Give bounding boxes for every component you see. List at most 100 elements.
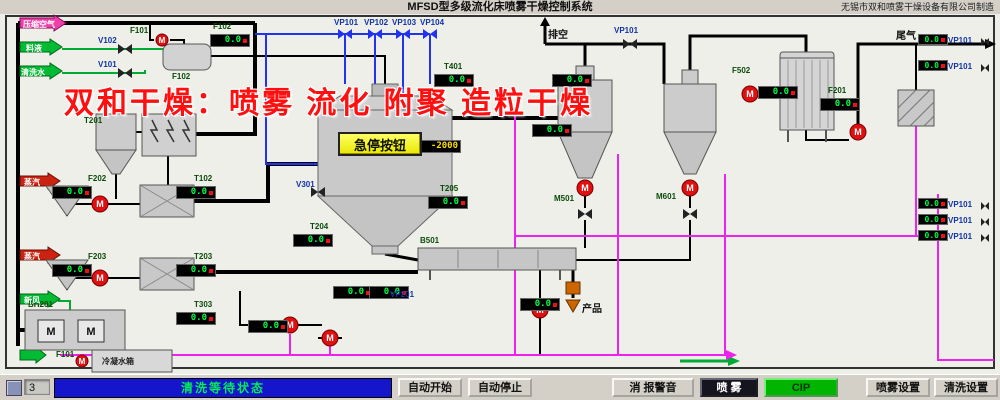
display-VP101-2: 0.0: [918, 60, 948, 71]
alarm-led-icon: [941, 233, 945, 238]
motor-label: M: [96, 273, 104, 283]
feed-arrow: [19, 38, 63, 56]
tag-VP102: VP102: [364, 18, 389, 27]
alarm-led-icon: [553, 302, 557, 307]
auto-stop-button[interactable]: 自动停止: [468, 378, 532, 397]
steam-label-2: 蒸汽: [24, 252, 40, 261]
title-bar: MFSD型多级流化床喷雾干燥控制系统 无锡市双和喷雾干燥设备有限公司制造: [0, 0, 1000, 15]
display-value: 0.0: [546, 125, 563, 135]
valve-icon[interactable]: [981, 234, 989, 242]
process-diagram: M M: [5, 14, 996, 373]
spray-button[interactable]: 喷 雾: [700, 378, 758, 397]
tag-VP101-r3: VP101: [948, 200, 973, 209]
valve-icon[interactable]: [118, 44, 132, 54]
alarm-led-icon: [941, 217, 945, 222]
tag-V102: V102: [98, 36, 117, 45]
rotary-valve-icon[interactable]: [578, 209, 592, 219]
valve-icon[interactable]: [368, 29, 382, 39]
green-flow-arrow: [728, 356, 740, 366]
valve-icon[interactable]: [311, 187, 325, 197]
motor-label: M: [86, 326, 95, 338]
steam-label-1: 蒸汽: [24, 178, 40, 187]
pump-F101-top[interactable]: M: [155, 33, 169, 47]
alarm-led-icon: [209, 268, 213, 273]
display-F203: 0.0: [52, 264, 92, 277]
fan-F502[interactable]: M: [741, 85, 759, 103]
alarm-led-icon: [461, 200, 465, 205]
alarm-led-icon: [366, 290, 370, 295]
cip-button[interactable]: CIP: [764, 378, 838, 397]
valve-icon[interactable]: [118, 68, 132, 78]
tag-F102-vessel: F102: [172, 72, 191, 81]
vent-label: 排空: [548, 30, 568, 41]
alarm-led-icon: [243, 38, 247, 43]
valve-icon[interactable]: [981, 202, 989, 210]
motor-label: M: [746, 89, 754, 99]
cip-flow-arrow: [726, 350, 737, 360]
tag-VP101-r4: VP101: [948, 216, 973, 225]
cip-water-arrow: [19, 62, 63, 80]
display-T203: 0.0: [176, 264, 216, 277]
display-value: 0.0: [566, 75, 583, 85]
steam-arrow-2: [19, 246, 61, 264]
alarm-led-icon: [209, 190, 213, 195]
tag-T204: T204: [310, 222, 329, 231]
tag-F202: F202: [88, 174, 107, 183]
tag-T401: T401: [444, 62, 463, 71]
display-T102: 0.0: [176, 186, 216, 199]
display-value: 0.0: [383, 287, 400, 297]
valve-icon[interactable]: [981, 38, 989, 46]
rotary-valve-icon[interactable]: [683, 209, 697, 219]
display-F202: 0.0: [52, 186, 92, 199]
display-F102: 0.0: [210, 34, 250, 47]
tag-VP101-mid: VP101: [614, 26, 639, 35]
blower-unit-BH201: M M: [24, 309, 126, 351]
valve-icon[interactable]: [396, 29, 410, 39]
alarm-led-icon: [941, 63, 945, 68]
tag-F502: F502: [732, 66, 751, 75]
pump-heater1[interactable]: M: [91, 195, 109, 213]
plc-status-icon: [6, 380, 22, 396]
pump-condensate[interactable]: M: [75, 354, 89, 368]
tag-B501: B501: [420, 236, 440, 245]
steam-arrow-1: [19, 172, 61, 190]
valve-icon[interactable]: [981, 218, 989, 226]
fan-exhaust[interactable]: M: [849, 123, 867, 141]
display-VP101-5: 0.0: [918, 230, 948, 241]
display-bottom-center: 0.0: [520, 298, 560, 311]
spray-settings-button[interactable]: 喷雾设置: [866, 378, 930, 397]
mute-alarm-button[interactable]: 消 报警音: [612, 378, 694, 397]
motor-cyclone1[interactable]: M: [576, 179, 594, 197]
alarm-led-icon: [209, 316, 213, 321]
auto-start-button[interactable]: 自动开始: [398, 378, 462, 397]
status-bar: 3 清洗等待状态 自动开始 自动停止 消 报警音 喷 雾 CIP 喷雾设置 清洗…: [0, 374, 1000, 400]
tag-F101: F101: [130, 26, 149, 35]
valve-icon[interactable]: [338, 29, 352, 39]
tag-T205: T205: [440, 184, 459, 193]
motor-label: M: [96, 199, 104, 209]
valve-icon[interactable]: [423, 29, 437, 39]
fresh-air-label: 新风: [24, 296, 40, 305]
pump-left-2[interactable]: M: [321, 329, 339, 347]
fresh-air-arrow: [19, 290, 61, 308]
display-duct: 0.0: [532, 124, 572, 137]
display-value: 0.0: [534, 299, 551, 309]
motor-cyclone2[interactable]: M: [681, 179, 699, 197]
tag-F101-condensate: F101: [56, 350, 75, 359]
valve-icon[interactable]: [981, 64, 989, 72]
pump-heater2[interactable]: M: [91, 269, 109, 287]
valve-icon[interactable]: [623, 39, 637, 49]
display-value: 0.0: [924, 215, 939, 224]
motor-label: M: [854, 127, 862, 137]
display-VP201-b: 0.0: [369, 286, 409, 299]
display-value: 0.0: [924, 35, 939, 44]
clean-settings-button[interactable]: 清洗设置: [934, 378, 998, 397]
emergency-stop-button[interactable]: 急停按钮: [338, 132, 422, 156]
tag-VP101: VP101: [334, 18, 359, 27]
counter-box: 3: [24, 379, 50, 395]
display-T204: 0.0: [293, 234, 333, 247]
display-value: 0.0: [66, 187, 83, 197]
compressed-air-arrow: [19, 14, 67, 32]
product-gate: [565, 281, 581, 295]
